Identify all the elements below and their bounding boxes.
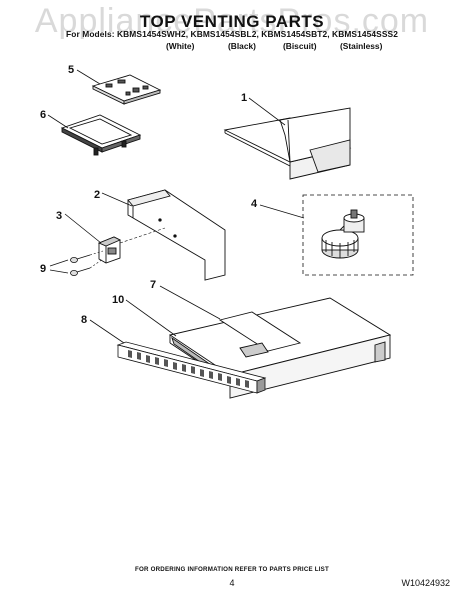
leader-lines [47, 69, 305, 344]
callout-4: 4 [251, 198, 258, 210]
document-number: W10424932 [401, 578, 450, 588]
page-number: 4 [229, 578, 235, 588]
part-2-side-panel [127, 189, 226, 281]
variant-biscuit: (Biscuit) [283, 41, 317, 51]
part-5-control-board [91, 74, 162, 105]
callout-6: 6 [40, 109, 46, 121]
part-9-screws [70, 254, 91, 276]
callout-3: 3 [56, 210, 62, 222]
variant-stainless: (Stainless) [340, 41, 383, 51]
part-3-bracket [97, 236, 122, 264]
page-title: TOP VENTING PARTS [139, 12, 325, 31]
callout-10: 10 [112, 294, 124, 306]
callout-7: 7 [150, 279, 156, 291]
callout-1: 1 [241, 92, 247, 104]
variant-white: (White) [166, 41, 195, 51]
part-8-vent-grille [116, 341, 267, 394]
callout-5: 5 [68, 64, 74, 76]
models-line: For Models: KBMS1454SWH2, KBMS1454SBL2, … [66, 29, 398, 39]
callout-9: 9 [40, 263, 46, 275]
callout-2: 2 [94, 189, 100, 201]
part-4-blower-assembly [302, 194, 414, 276]
callout-8: 8 [81, 314, 87, 326]
part-1-vent-plate [223, 107, 352, 180]
part-7-top-cover [168, 297, 392, 399]
part-6-frame [60, 114, 142, 156]
variant-black: (Black) [228, 41, 256, 51]
ordering-note: FOR ORDERING INFORMATION REFER TO PARTS … [135, 566, 329, 573]
